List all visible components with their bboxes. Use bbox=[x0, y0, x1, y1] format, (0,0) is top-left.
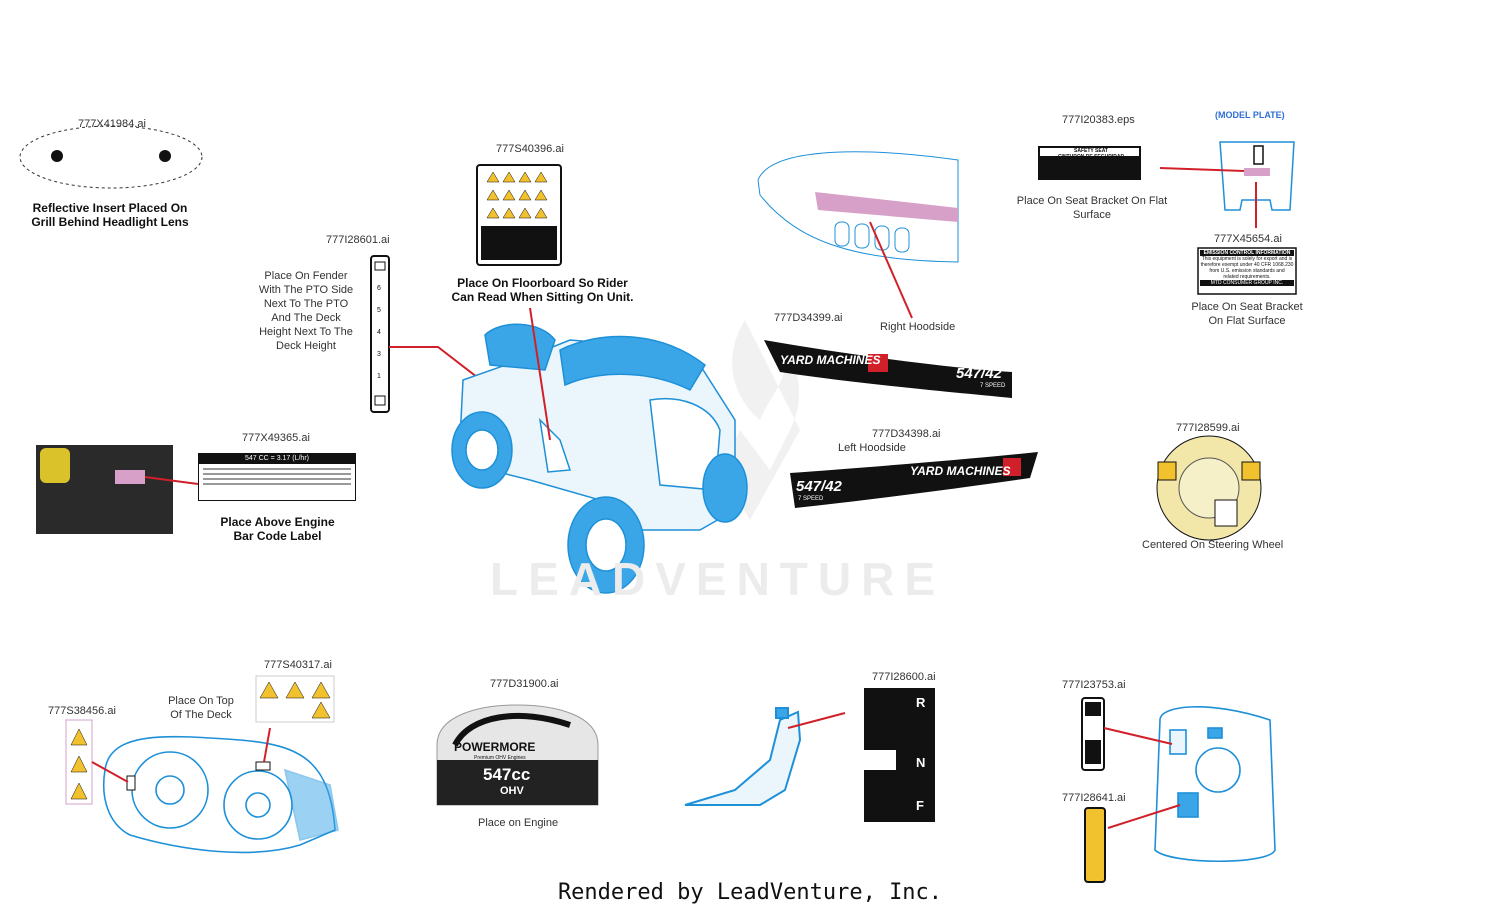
warning-symbols-grid bbox=[486, 171, 548, 219]
powermore-displacement: 547cc bbox=[483, 765, 531, 784]
pedal-illustration bbox=[684, 707, 802, 806]
part-id-777X41984[interactable]: 777X41984.ai bbox=[78, 118, 146, 130]
powermore-sub: Premium OHV Engines bbox=[474, 755, 526, 761]
fuel-consumption-decal: 547 CC = 3.17 (L/hr) bbox=[198, 453, 356, 501]
pedal-pointer-arrow bbox=[787, 712, 846, 729]
part-id-777I23753[interactable]: 777I23753.ai bbox=[1062, 679, 1126, 691]
part-id-777I28601[interactable]: 777I28601.ai bbox=[326, 234, 390, 246]
deck-pointer-arrow-1 bbox=[91, 761, 129, 783]
tractor-illustration bbox=[451, 323, 748, 594]
svg-text:3: 3 bbox=[377, 351, 381, 358]
engine-pointer-arrow bbox=[144, 476, 199, 485]
caption-engine: Place on Engine bbox=[478, 817, 559, 829]
part-id-777I28600[interactable]: 777I28600.ai bbox=[872, 671, 936, 683]
model-plate-label: (MODEL PLATE) bbox=[1215, 110, 1285, 120]
part-id-777I28641[interactable]: 777I28641.ai bbox=[1062, 792, 1126, 804]
gear-reverse: R bbox=[916, 695, 926, 710]
seat-bracket-illustration bbox=[1219, 141, 1295, 211]
svg-text:1: 1 bbox=[377, 373, 381, 380]
svg-text:4: 4 bbox=[377, 329, 381, 336]
part-id-777D31900[interactable]: 777D31900.ai bbox=[490, 678, 559, 690]
svg-text:6: 6 bbox=[377, 285, 381, 292]
reflective-insert-outline bbox=[19, 125, 203, 189]
left-reflector-dot bbox=[51, 150, 63, 162]
fender-pointer-arrow bbox=[389, 346, 487, 385]
left-hood-model: 547/42 bbox=[796, 478, 842, 495]
part-id-777X49365[interactable]: 777X49365.ai bbox=[242, 432, 310, 444]
shift-pattern-decal bbox=[864, 688, 935, 822]
svg-text:5: 5 bbox=[377, 307, 381, 314]
mower-deck-illustration bbox=[103, 735, 339, 854]
right-hood-brand: YARD MACHINES bbox=[780, 353, 881, 367]
part-id-777D34398[interactable]: 777D34398.ai bbox=[872, 428, 941, 440]
part-id-777S40317[interactable]: 777S40317.ai bbox=[264, 659, 332, 671]
watermark-text: LEADVENTURE bbox=[490, 553, 946, 605]
emission-decal-text: EMISSION CONTROL INFORMATION This equipm… bbox=[1200, 250, 1294, 286]
powermore-brand: POWERMORE bbox=[454, 740, 536, 754]
right-reflector-dot bbox=[159, 150, 171, 162]
part-id-777D34399[interactable]: 777D34399.ai bbox=[774, 312, 843, 324]
gear-neutral: N bbox=[916, 755, 926, 770]
part-id-777I28599[interactable]: 777I28599.ai bbox=[1176, 422, 1240, 434]
caption-right-hoodside: Right Hoodside bbox=[880, 321, 956, 333]
hood-right-illustration bbox=[757, 151, 959, 263]
gear-forward: F bbox=[916, 798, 924, 813]
fender-decal bbox=[370, 255, 390, 413]
dash-decal-lower bbox=[1084, 807, 1106, 883]
right-hood-speed: 7 SPEED bbox=[980, 383, 1006, 389]
left-hood-decal bbox=[790, 452, 1038, 508]
left-hood-brand: YARD MACHINES bbox=[910, 464, 1011, 478]
right-hood-model: 547/42 bbox=[956, 365, 1002, 382]
dash-pointer-arrow-1 bbox=[1103, 727, 1173, 745]
part-id-777S40396[interactable]: 777S40396.ai bbox=[496, 143, 564, 155]
deck-pointer-arrow-2 bbox=[263, 727, 271, 763]
part-id-777S38456[interactable]: 777S38456.ai bbox=[48, 705, 116, 717]
left-hood-speed: 7 SPEED bbox=[798, 496, 824, 502]
fuel-decal-title: 547 CC = 3.17 (L/hr) bbox=[199, 454, 355, 464]
footer-credit: Rendered by LeadVenture, Inc. bbox=[557, 880, 943, 905]
caption-steering-wheel: Centered On Steering Wheel bbox=[1142, 539, 1284, 551]
dashboard-illustration bbox=[1154, 706, 1276, 863]
dash-pointer-arrow-2 bbox=[1107, 804, 1181, 829]
bracket-pointer-arrow-1 bbox=[1159, 167, 1245, 172]
part-id-777I20383[interactable]: 777I20383.eps bbox=[1062, 114, 1135, 126]
floorboard-pointer-arrow bbox=[529, 307, 551, 441]
right-hood-pointer-arrow bbox=[869, 221, 913, 319]
caption-left-hoodside: Left Hoodside bbox=[838, 442, 906, 454]
part-id-777X45654[interactable]: 777X45654.ai bbox=[1214, 233, 1282, 245]
powermore-type: OHV bbox=[500, 785, 524, 797]
